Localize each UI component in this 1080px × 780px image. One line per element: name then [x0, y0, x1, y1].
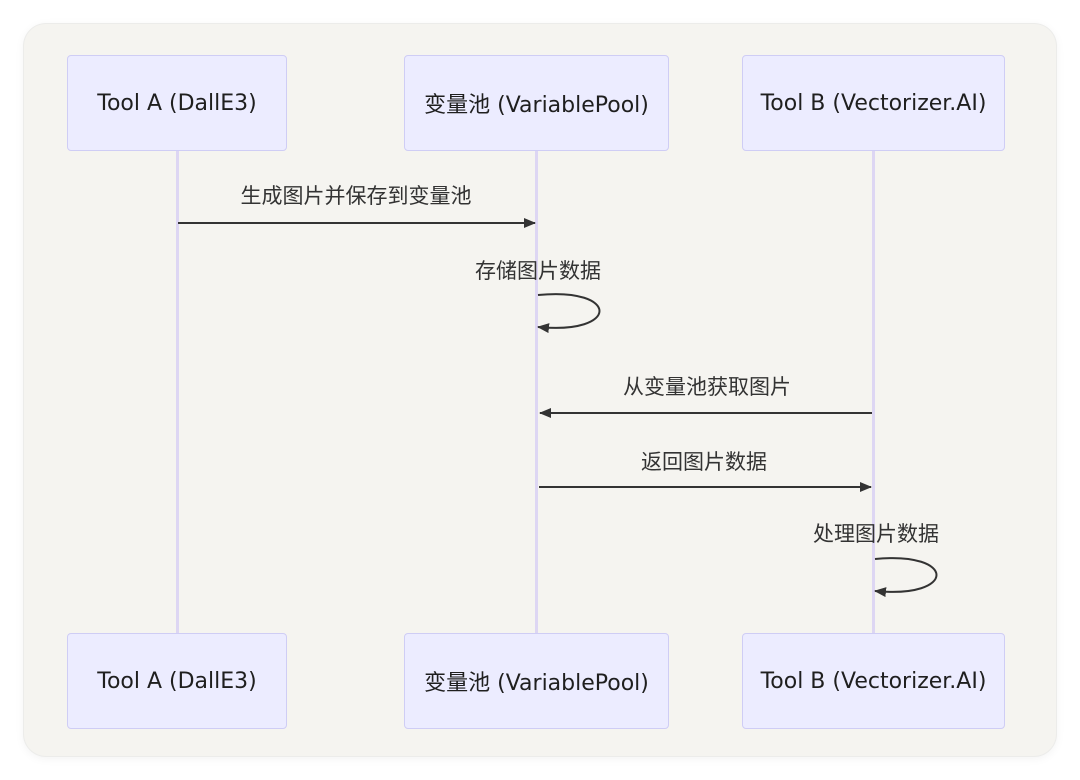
lifeline-tool-a: [176, 150, 179, 634]
actor-variable-pool-top: 变量池 (VariablePool): [404, 55, 669, 151]
arrow-process-image-loop: [874, 557, 938, 598]
actor-variable-pool-bottom: 变量池 (VariablePool): [404, 633, 669, 729]
actor-tool-b-top: Tool B (Vectorizer.AI): [742, 55, 1005, 151]
arrow-store-image-loop: [537, 293, 601, 334]
lifeline-tool-b: [872, 150, 875, 634]
message-label-store-image: 存储图片数据: [475, 259, 601, 283]
message-label-save-image: 生成图片并保存到变量池: [240, 184, 472, 208]
message-label-process-image: 处理图片数据: [813, 522, 939, 546]
actor-tool-a-bottom: Tool A (DallE3): [67, 633, 287, 729]
actor-tool-b-bottom: Tool B (Vectorizer.AI): [742, 633, 1005, 729]
message-label-return-image: 返回图片数据: [641, 450, 767, 474]
actor-tool-a-top: Tool A (DallE3): [67, 55, 287, 151]
lifeline-variable-pool: [535, 150, 538, 634]
message-label-fetch-image: 从变量池获取图片: [623, 375, 791, 399]
